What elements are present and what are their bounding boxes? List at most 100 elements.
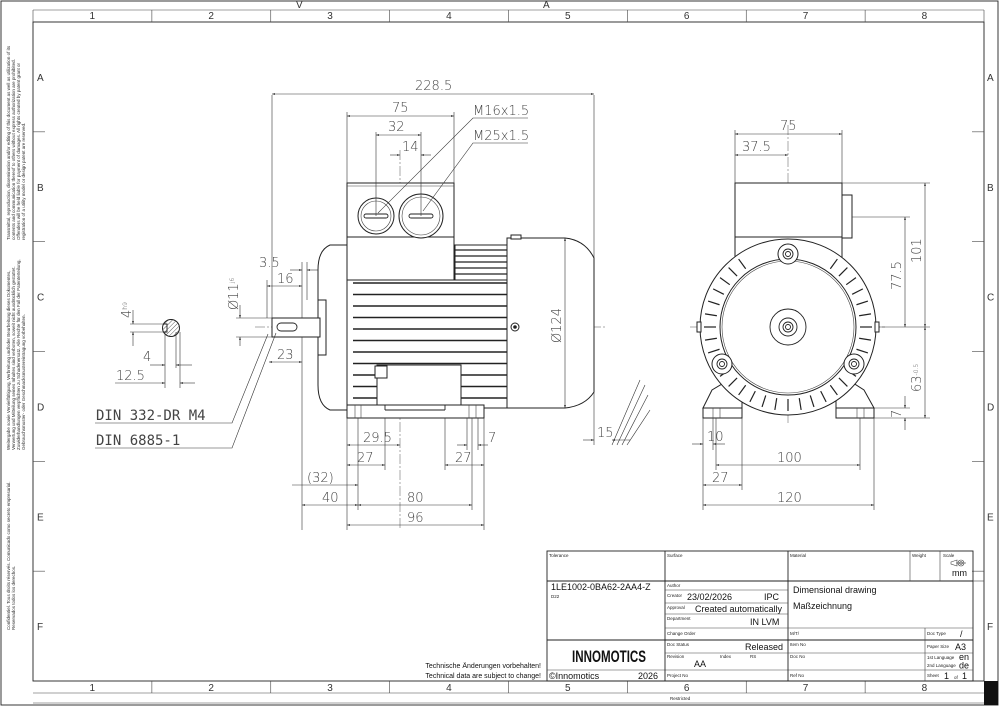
column-label-2-top: 2: [208, 11, 214, 22]
doc-type-label: Doc Type: [927, 631, 946, 636]
note-en: Technical data are subject to change!: [425, 673, 541, 680]
lang2-value: de: [959, 661, 969, 671]
project-no-label: Project No: [667, 673, 689, 678]
row-label-F-right: F: [987, 622, 993, 633]
dim-frame-diameter: Ø124: [550, 308, 565, 343]
row-label-A-left: A: [37, 73, 44, 84]
column-label-2-bottom: 2: [208, 683, 214, 694]
change-order-label: Change Order: [667, 631, 696, 636]
lang1-value: en: [959, 652, 969, 662]
column-label-7-bottom: 7: [803, 683, 809, 694]
column-label-7-top: 7: [803, 11, 809, 22]
copyright-year: 2026: [638, 671, 658, 681]
dim-hole-spacing: 80: [407, 491, 424, 506]
row-label-D-right: D: [987, 402, 994, 413]
bolt-boss-top: [777, 243, 799, 265]
label-gland-m16: M16x1.5: [473, 104, 529, 119]
margin-note-de: Weitergabe sowie Vervielfältigung, Verbr…: [6, 259, 26, 450]
column-label-4-top: 4: [446, 11, 452, 22]
radial-fin: [707, 348, 720, 354]
doc-status-value: Released: [745, 642, 783, 652]
sheet-label: Sheet: [927, 673, 940, 678]
lang2-label: 2nd Language: [927, 663, 956, 668]
note-de: Technische Änderungen vorbehalten!: [425, 662, 541, 670]
radial-fin: [809, 395, 815, 408]
dim-foot-offset: 29.5: [363, 431, 392, 446]
radial-fin: [728, 377, 738, 387]
creator-date: 23/02/2026: [687, 592, 732, 602]
paper-size-value: A3: [955, 642, 966, 652]
motor-front-view: 75 37.5 101 77.5 63-0.5 7 10 100 27 120: [690, 119, 930, 510]
scale-label: Scale: [943, 553, 955, 558]
author-label: Author: [667, 583, 681, 588]
column-label-3-bottom: 3: [327, 683, 333, 694]
copyright: ©Innomotics: [549, 671, 600, 681]
dim-foot-width: 27: [712, 471, 729, 486]
label-key-standard: DIN 6885-1: [96, 433, 180, 449]
weight-label: Weight: [912, 553, 927, 558]
row-label-D-left: D: [37, 402, 44, 413]
row-label-E-right: E: [987, 512, 994, 523]
mt-label: M/T/: [790, 631, 800, 636]
radial-fin: [798, 398, 802, 411]
radial-fin: [829, 258, 838, 270]
column-label-8-bottom: 8: [922, 683, 928, 694]
column-label-6-top: 6: [684, 11, 690, 22]
radial-fin: [719, 277, 731, 286]
radial-fin: [738, 258, 747, 270]
dim-shaft-height: 12.5: [116, 369, 145, 384]
row-label-A-right: A: [987, 73, 994, 84]
material-label: Material: [790, 553, 806, 558]
radial-fin: [774, 398, 778, 411]
radial-fin: [859, 313, 872, 317]
part-code: D22: [551, 594, 560, 599]
doc-no-label: Doc No: [790, 654, 806, 659]
department-label: Department: [667, 616, 691, 621]
tolerance-label: Tolerance: [549, 553, 569, 558]
radial-fin: [820, 390, 827, 403]
motor-side-view: 228.5 75 32 14 M16x1.5 M25x1.5 Ø124 3.5 …: [95, 79, 651, 530]
dim-overall-width: 120: [777, 491, 802, 506]
radial-fin: [845, 277, 857, 286]
column-label-3-top: 3: [327, 11, 333, 22]
radial-fin: [704, 337, 717, 341]
radial-fin: [856, 348, 869, 354]
radial-fin: [749, 390, 756, 403]
dim-shaft-to-hole: 40: [322, 491, 339, 506]
sheet-of: of: [954, 675, 959, 680]
margin-note-fr-es: Confidentiel. Tous droits réservés. Comu…: [6, 481, 16, 631]
dim-keyway-length: 16: [277, 272, 294, 287]
radial-fin: [728, 267, 738, 277]
row-label-B-left: B: [37, 183, 44, 194]
surface-label: Surface: [667, 553, 683, 558]
radial-fin: [859, 337, 872, 341]
doc-type-value: /: [960, 629, 963, 639]
dim-overall-length: 228.5: [415, 79, 452, 94]
title-block: Tolerance Surface Material Weight Scale …: [546, 550, 984, 682]
column-label-5-top: 5: [565, 11, 571, 22]
radial-fin: [707, 300, 720, 306]
column-label-5-bottom: 5: [565, 683, 571, 694]
radial-fin: [838, 377, 848, 387]
dim-box-width: 75: [780, 119, 797, 134]
top-mark-v: V: [296, 0, 303, 11]
row-label-F-left: F: [37, 622, 43, 633]
dim-total-height: 101: [910, 238, 925, 263]
radial-fin: [712, 288, 725, 295]
creator-name: IPC: [764, 592, 780, 602]
shaft-key-section: 4h9 4 12.5: [115, 302, 195, 388]
radial-fin: [738, 384, 747, 396]
dim-hole-edge: 10: [707, 430, 724, 445]
dim-box-half: 37.5: [742, 140, 771, 155]
doc-status-label: Doc Status: [667, 642, 690, 647]
dim-foot-width-left: 27: [357, 451, 374, 466]
dim-key-depth: 4: [143, 350, 151, 365]
approval-label: Approval: [667, 605, 685, 610]
dim-foot-length: 96: [407, 511, 424, 526]
radial-fin: [851, 288, 864, 295]
creator-label: Creator: [667, 593, 683, 598]
dim-gland-offset: 14: [402, 140, 419, 155]
column-label-4-bottom: 4: [446, 683, 452, 694]
